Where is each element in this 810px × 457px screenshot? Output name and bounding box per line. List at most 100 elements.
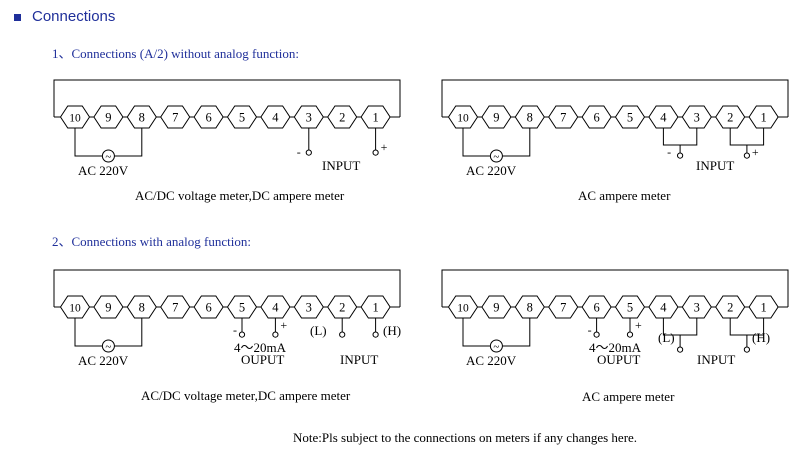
- terminal-label-7: 7: [172, 301, 178, 315]
- terminal-block-frame: [441, 269, 789, 307]
- terminal-1: [360, 295, 391, 319]
- terminal-8: [126, 105, 157, 129]
- terminal-7: [160, 105, 191, 129]
- terminal-6: [581, 295, 612, 319]
- terminal-9: [93, 105, 124, 129]
- page-heading: Connections: [32, 8, 116, 25]
- terminal-label-4: 4: [660, 301, 667, 315]
- terminal-label-8: 8: [139, 111, 145, 125]
- terminal-label-1: 1: [372, 111, 378, 125]
- terminal-label-6: 6: [205, 301, 211, 315]
- terminal-label-8: 8: [527, 111, 533, 125]
- polarity-sign: -: [667, 145, 671, 159]
- terminal-label-4: 4: [660, 111, 667, 125]
- terminal-label-8: 8: [527, 301, 533, 315]
- terminal-label-10: 10: [69, 113, 81, 125]
- terminal-label-9: 9: [493, 111, 499, 125]
- ac-symbol-icon: ~: [493, 151, 499, 163]
- terminal-label-2: 2: [727, 111, 733, 125]
- terminal-label-8: 8: [139, 301, 145, 315]
- output-label: OUPUT: [597, 352, 640, 367]
- terminal-2: [715, 295, 746, 319]
- polarity-sign: +: [280, 318, 287, 332]
- terminal-label-9: 9: [105, 301, 111, 315]
- terminal-dot: [372, 331, 379, 338]
- input-terminal-dot: [677, 346, 684, 353]
- terminal-3: [681, 105, 712, 129]
- terminal-dot: [305, 149, 312, 156]
- terminal-9: [481, 105, 512, 129]
- polarity-sign: +: [752, 145, 759, 159]
- current-range-label: 4～20mA: [589, 340, 642, 355]
- terminal-label-6: 6: [593, 301, 599, 315]
- terminal-label-3: 3: [306, 301, 312, 315]
- terminal-label-9: 9: [493, 301, 499, 315]
- terminal-label-3: 3: [306, 111, 312, 125]
- terminal-5: [614, 105, 646, 129]
- polarity-sign: +: [635, 318, 642, 332]
- terminal-6: [581, 105, 612, 129]
- terminal-10: [447, 105, 479, 129]
- terminal-5: [614, 295, 646, 319]
- terminal-label-7: 7: [560, 301, 566, 315]
- input-terminal-dot: [743, 152, 751, 159]
- terminal-label-9: 9: [105, 111, 111, 125]
- terminal-label-10: 10: [457, 303, 469, 315]
- terminal-6: [193, 105, 224, 129]
- terminal-block-frame: [53, 79, 401, 117]
- polarity-sign: -: [233, 323, 237, 337]
- terminal-label-5: 5: [239, 301, 245, 315]
- terminal-label-5: 5: [627, 111, 633, 125]
- terminal-4: [648, 295, 679, 319]
- ac-source-icon: [489, 149, 503, 163]
- polarity-sign: -: [297, 145, 301, 159]
- ac-supply-label: AC 220V: [466, 163, 517, 178]
- terminal-dot: [372, 149, 379, 156]
- terminal-label-1: 1: [760, 111, 766, 125]
- terminal-1: [748, 105, 779, 129]
- ac-source-icon: [489, 339, 503, 353]
- polarity-sign: -: [588, 323, 592, 337]
- terminal-label-10: 10: [69, 303, 81, 315]
- low-marker-label: (L): [310, 323, 327, 338]
- terminal-label-4: 4: [272, 301, 279, 315]
- input-terminal-dot: [743, 346, 751, 353]
- terminal-label-6: 6: [205, 111, 211, 125]
- terminal-block-frame: [441, 79, 789, 117]
- terminal-label-5: 5: [239, 111, 245, 125]
- caption-diagram-3: AC/DC voltage meter,DC ampere meter: [141, 388, 351, 403]
- terminal-8: [126, 295, 157, 319]
- caption-diagram-4: AC ampere meter: [582, 389, 675, 404]
- terminal-label-1: 1: [372, 301, 378, 315]
- terminal-dot: [238, 331, 246, 338]
- output-label: OUPUT: [241, 352, 284, 367]
- terminal-label-10: 10: [457, 113, 469, 125]
- terminal-2: [715, 105, 746, 129]
- terminal-label-2: 2: [727, 301, 733, 315]
- current-range-label: 4～20mA: [234, 340, 287, 355]
- terminal-10: [59, 295, 91, 319]
- terminal-5: [226, 105, 258, 129]
- terminal-label-3: 3: [694, 301, 700, 315]
- heading-bullet-icon: [14, 14, 21, 21]
- input-label: INPUT: [696, 158, 734, 173]
- input-bridge-wire: [662, 128, 698, 146]
- terminal-4: [260, 105, 291, 129]
- terminal-3: [293, 295, 324, 319]
- ac-symbol-icon: ~: [493, 341, 499, 353]
- terminal-7: [548, 105, 579, 129]
- ac-symbol-icon: ~: [105, 341, 111, 353]
- terminal-7: [160, 295, 191, 319]
- input-label: INPUT: [340, 352, 378, 367]
- terminal-10: [59, 105, 91, 129]
- terminal-8: [514, 105, 545, 129]
- ac-source-icon: [101, 149, 115, 163]
- low-marker-label: (L): [658, 330, 675, 345]
- terminal-dot: [626, 331, 634, 338]
- input-label: INPUT: [322, 158, 360, 173]
- terminal-3: [681, 295, 712, 319]
